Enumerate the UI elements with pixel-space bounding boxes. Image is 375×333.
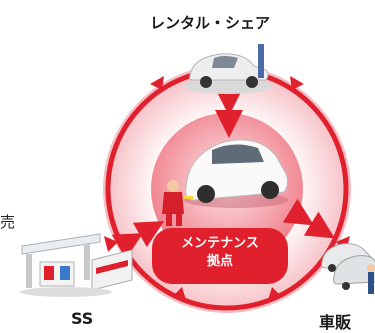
dealer-cars-icon [322, 244, 375, 294]
ss-label: SS [71, 309, 93, 328]
maintenance-hub-line1: メンテナンス [152, 235, 288, 253]
maintenance-hub-line2: 拠点 [152, 253, 288, 271]
rental-car-icon [184, 44, 272, 94]
car-sales-label: 車販 [319, 309, 351, 333]
rental-share-label: レンタル・シェア [150, 12, 270, 33]
partial-left-label: 売 [0, 211, 15, 232]
maintenance-hub-label: メンテナンス 拠点 [152, 235, 288, 271]
